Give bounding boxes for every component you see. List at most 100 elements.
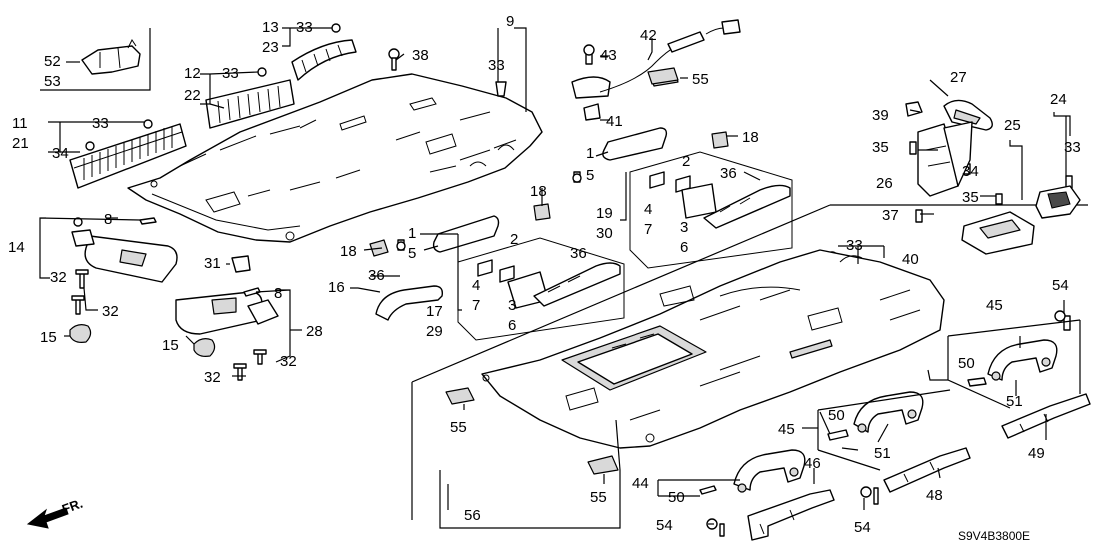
callout-4: 4 <box>472 277 480 294</box>
callout-32: 32 <box>204 369 221 386</box>
callout-33: 33 <box>1064 139 1081 156</box>
grab-handle-45-lower <box>853 391 924 433</box>
callout-45: 45 <box>986 297 1003 314</box>
callout-53: 53 <box>44 73 61 90</box>
callout-43: 43 <box>600 47 617 64</box>
callout-4: 4 <box>644 201 652 218</box>
headlining-upper <box>127 73 543 243</box>
callout-50: 50 <box>668 489 685 506</box>
callout-1: 1 <box>408 225 416 242</box>
callout-35: 35 <box>872 139 889 156</box>
callout-18: 18 <box>530 183 547 200</box>
callout-35: 35 <box>962 189 979 206</box>
callout-39: 39 <box>872 107 889 124</box>
bracket-52-53 <box>81 39 141 75</box>
handle-assembly-upper <box>629 151 793 269</box>
callout-38: 38 <box>412 47 429 64</box>
callout-5: 5 <box>586 167 594 184</box>
callout-55: 55 <box>450 419 467 436</box>
sun-visor-28 <box>175 291 279 335</box>
callout-3: 3 <box>680 219 688 236</box>
callout-21: 21 <box>12 135 29 152</box>
fasteners <box>71 44 1073 537</box>
callout-36: 36 <box>368 267 385 284</box>
callout-5: 5 <box>408 245 416 262</box>
callout-33: 33 <box>846 237 863 254</box>
callout-33: 33 <box>488 57 505 74</box>
headlining-lower <box>481 249 945 449</box>
callout-32: 32 <box>280 353 297 370</box>
callout-14: 14 <box>8 239 25 256</box>
grab-handle-45-upper <box>987 339 1058 381</box>
callout-31: 31 <box>204 255 221 272</box>
callout-2: 2 <box>682 153 690 170</box>
vent-grille-12 <box>205 67 295 129</box>
callout-15: 15 <box>162 337 179 354</box>
callout-51: 51 <box>874 445 891 462</box>
callout-32: 32 <box>50 269 67 286</box>
sun-visor-14 <box>71 217 178 283</box>
callout-7: 7 <box>472 297 480 314</box>
vent-grille-13 <box>291 23 357 81</box>
callout-34: 34 <box>52 145 69 162</box>
callout-45: 45 <box>778 421 795 438</box>
callout-40: 40 <box>902 251 919 268</box>
callout-13: 13 <box>262 19 279 36</box>
callout-27: 27 <box>950 69 967 86</box>
callout-29: 29 <box>426 323 443 340</box>
front-marker-label: FR. <box>60 496 85 517</box>
callout-3: 3 <box>508 297 516 314</box>
callout-7: 7 <box>644 221 652 238</box>
callout-9: 9 <box>506 13 514 30</box>
front-arrow-icon: FR. <box>26 496 85 529</box>
callout-22: 22 <box>184 87 201 104</box>
callout-37: 37 <box>882 207 899 224</box>
console-25 <box>961 211 1035 255</box>
callout-32: 32 <box>102 303 119 320</box>
callout-labels: 52 53 11 33 21 34 12 33 22 13 33 23 38 9… <box>8 13 1081 543</box>
grab-handle-44 <box>733 449 806 493</box>
callout-16: 16 <box>328 279 345 296</box>
bracket-26 <box>917 121 973 197</box>
bracket-46 <box>747 489 835 541</box>
detail-boxes <box>439 319 1081 529</box>
callout-11: 11 <box>12 115 28 132</box>
callout-52: 52 <box>44 53 61 70</box>
callout-15: 15 <box>40 329 57 346</box>
callout-19: 19 <box>596 205 613 222</box>
callout-26: 26 <box>876 175 893 192</box>
callout-51: 51 <box>1006 393 1023 410</box>
callout-6: 6 <box>508 317 516 334</box>
callout-34: 34 <box>962 163 979 180</box>
diagram-code: S9V4B3800E <box>958 529 1030 543</box>
callout-24: 24 <box>1050 91 1067 108</box>
callout-50: 50 <box>958 355 975 372</box>
callout-33: 33 <box>296 19 313 36</box>
lamp-24 <box>1035 185 1081 219</box>
callout-8: 8 <box>104 211 112 228</box>
callout-54: 54 <box>1052 277 1069 294</box>
leader-lines <box>39 27 1081 525</box>
callout-54: 54 <box>656 517 673 534</box>
callout-55: 55 <box>692 71 709 88</box>
callout-23: 23 <box>262 39 279 56</box>
callout-54: 54 <box>854 519 871 536</box>
vent-grille-11 <box>69 119 187 189</box>
callout-56: 56 <box>464 507 481 524</box>
callout-17: 17 <box>426 303 443 320</box>
callout-41: 41 <box>606 113 623 130</box>
callout-49: 49 <box>1028 445 1045 462</box>
callout-6: 6 <box>680 239 688 256</box>
callout-28: 28 <box>306 323 323 340</box>
lamp-27 <box>943 99 993 131</box>
callout-18: 18 <box>742 129 759 146</box>
bracket-48 <box>883 447 971 493</box>
visor-holder-15 <box>69 324 216 357</box>
callout-33: 33 <box>222 65 239 82</box>
callout-8: 8 <box>274 285 282 302</box>
handle-assembly-lower <box>457 237 625 341</box>
callout-30: 30 <box>596 225 613 242</box>
callout-42: 42 <box>640 27 657 44</box>
callout-36: 36 <box>570 245 587 262</box>
